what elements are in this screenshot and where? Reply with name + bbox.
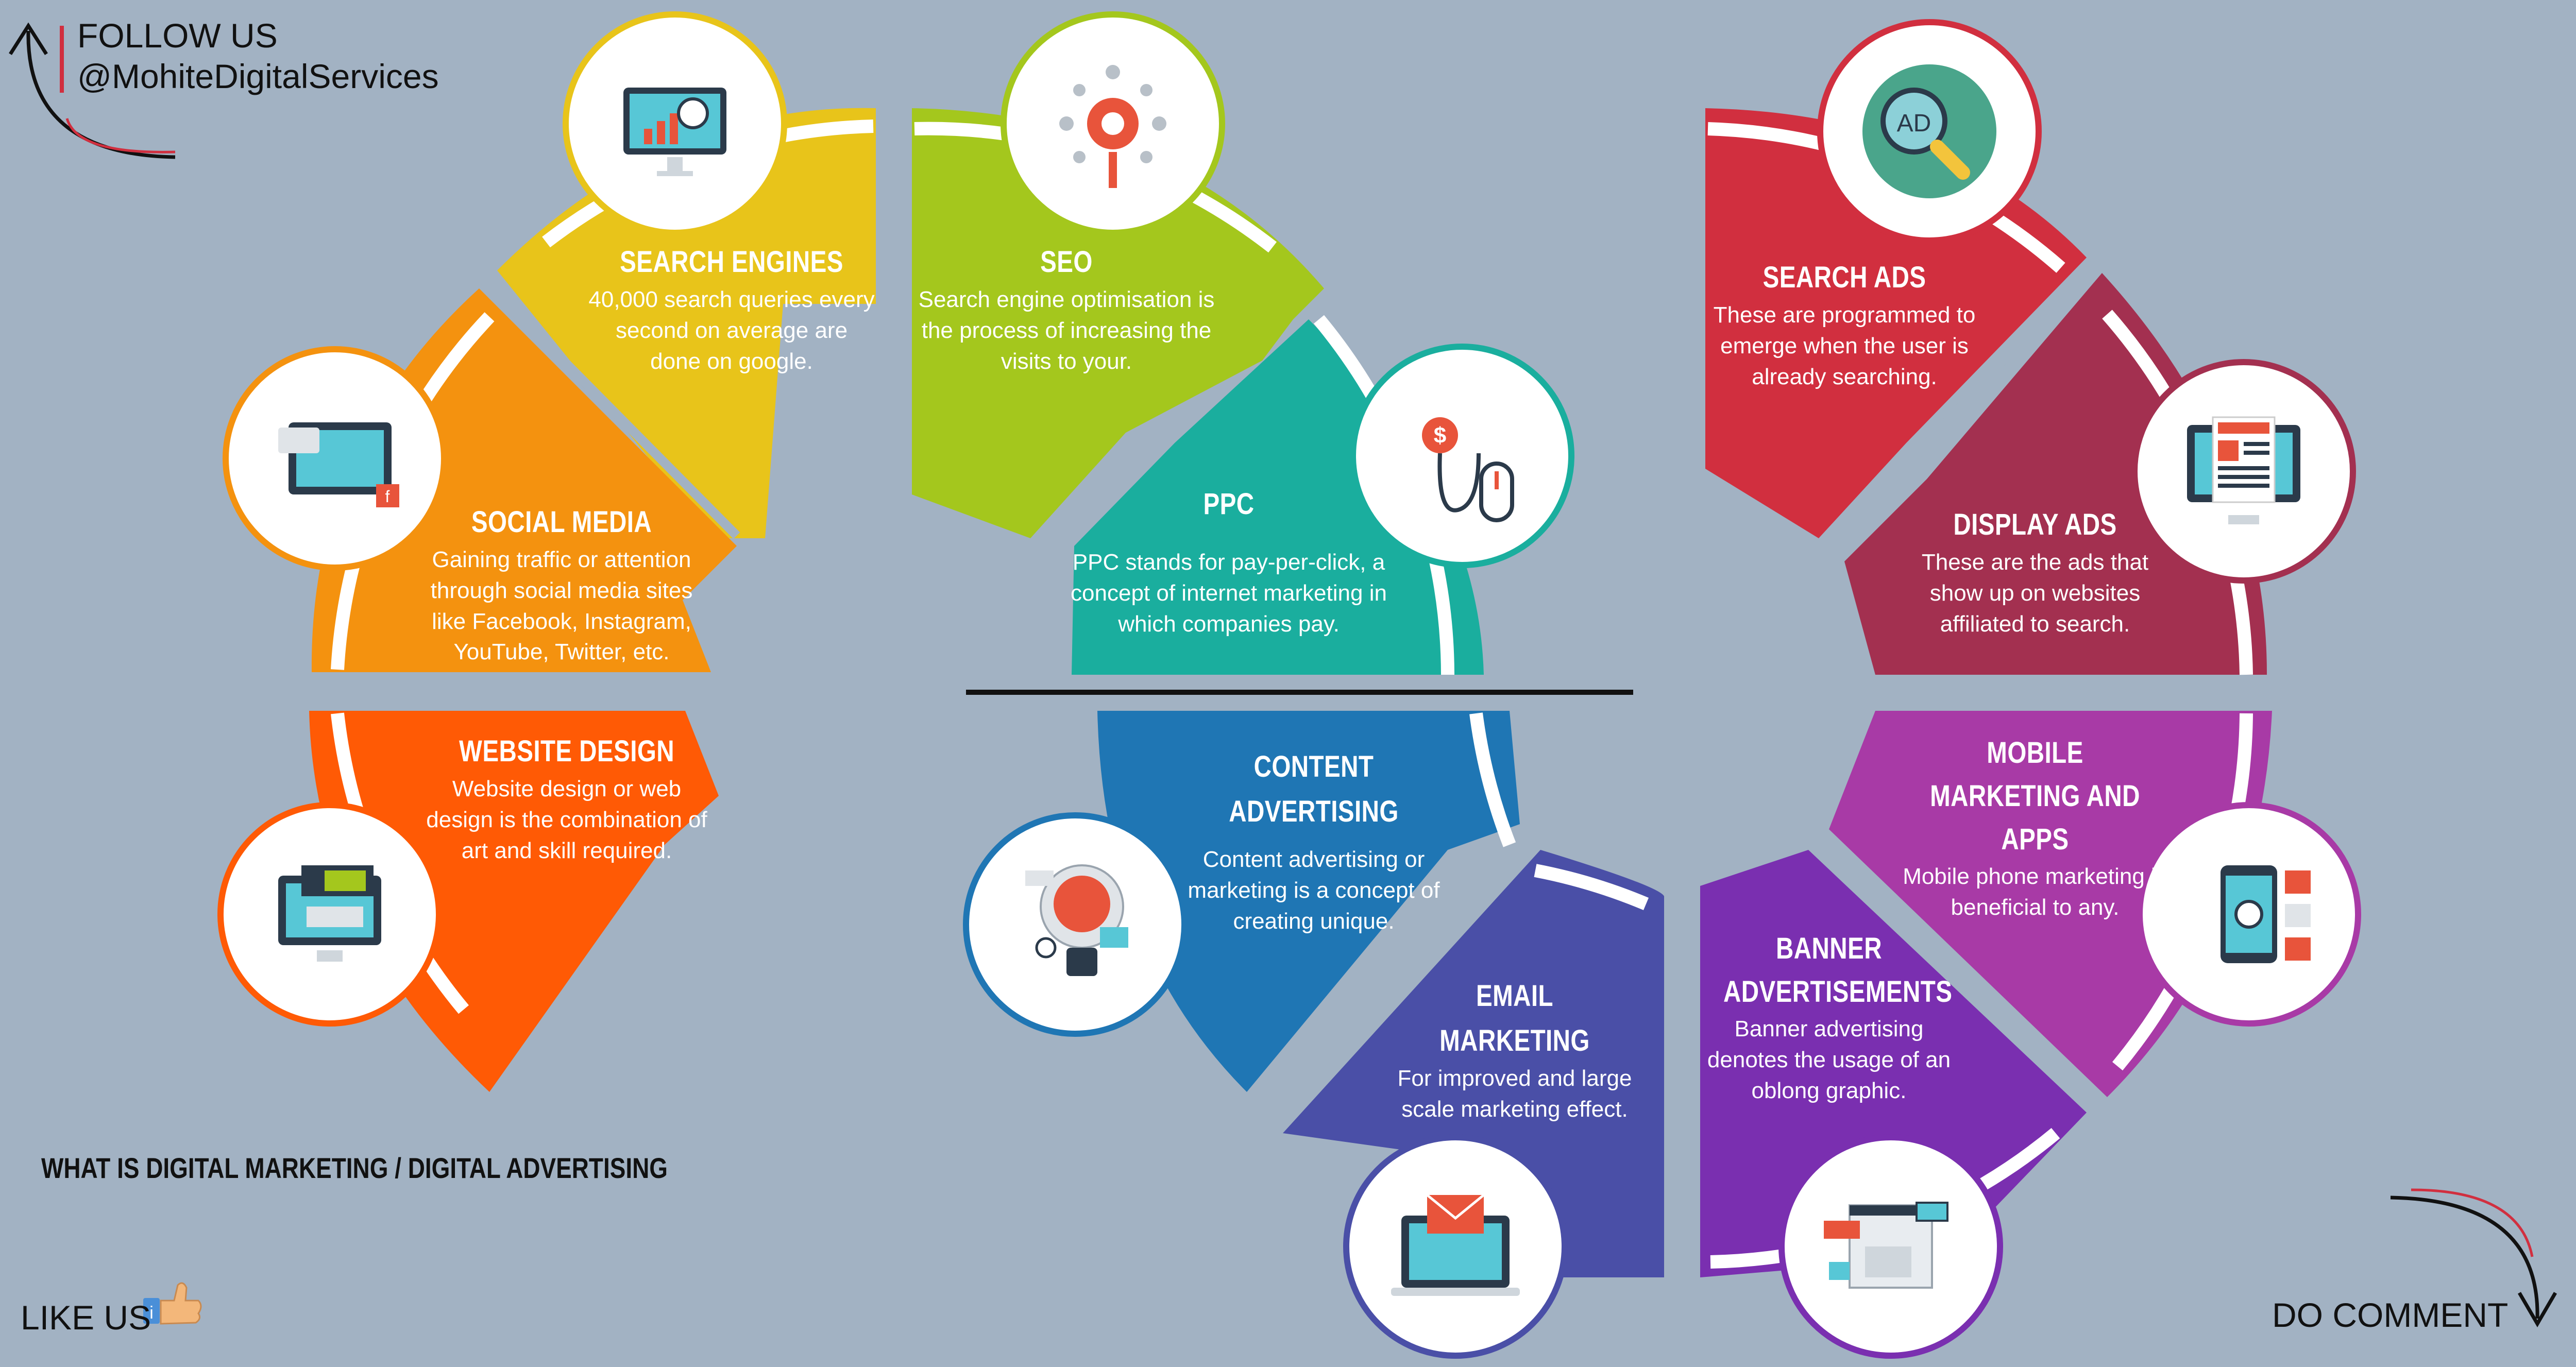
center-bottom-ring [1469,712,1649,910]
email-marketing-title: EMAIL MARKETING [1439,979,1590,1057]
social-devices-icon: f [223,346,447,571]
banner-ads-text: BANNER ADVERTISEMENTS Banner advertising… [1700,927,1958,1106]
monitor-chart-icon [563,11,787,236]
page-title: WHAT IS DIGITAL MARKETING / DIGITAL ADVE… [41,1152,668,1184]
thumbs-up-icon[interactable]: i [143,1282,202,1325]
social-media-title: SOCIAL MEDIA [471,505,652,539]
content-advertising-body: Content advertising or marketing is a co… [1188,847,1440,934]
banner-ads-segment [1700,850,2087,1277]
website-design-segment [309,711,719,1092]
svg-text:AD: AD [1897,110,1931,137]
search-engines-body: 40,000 search queries every second on av… [588,287,875,374]
laptop-envelope-icon [1343,1134,1568,1359]
display-ads-title: DISPLAY ADS [1953,508,2117,541]
website-design-body: Website design or web design is the comb… [426,776,707,863]
display-ads-body: These are the ads that show up on websit… [1921,550,2149,637]
search-engines-text: SEARCH ENGINES 40,000 search queries eve… [587,240,876,377]
ppc-text: PPC PPC stands for pay-per-click, a conc… [1066,482,1391,639]
ppc-body: PPC stands for pay-per-click, a concept … [1071,550,1387,637]
follow-us-line1: FOLLOW US [77,16,278,55]
phone-shopping-icon [2137,802,2361,1027]
follow-us-label[interactable]: FOLLOW US @MohiteDigitalServices [77,15,439,97]
content-advertising-title: CONTENT ADVERTISING [1229,750,1399,828]
email-marketing-text: EMAIL MARKETING For improved and large s… [1381,973,1649,1125]
social-media-body: Gaining traffic or attention through soc… [430,547,693,665]
dollar-mouse-icon: $ [1350,344,1574,568]
mobile-marketing-title: MOBILE MARKETING AND APPS [1930,736,2140,857]
monitor-article-icon [2131,359,2356,584]
seo-body: Search engine optimisation is the proces… [918,287,1215,374]
follow-arrow-icon [9,22,176,159]
web-layout-icon [217,802,442,1027]
banner-ads-body: Banner advertising denotes the usage of … [1707,1016,1951,1103]
search-engines-title: SEARCH ENGINES [620,245,843,279]
search-ads-text: SEARCH ADS These are programmed to emerg… [1705,255,1984,392]
banner-layout-icon [1778,1134,2003,1359]
content-advertising-segment [1097,711,1520,1092]
social-media-text: SOCIAL MEDIA Gaining traffic or attentio… [412,500,711,668]
search-ads-title: SEARCH ADS [1762,261,1926,294]
like-us-label[interactable]: LIKE US [21,1298,151,1337]
gear-magnifier-icon [1001,11,1225,236]
mobile-marketing-text: MOBILE MARKETING AND APPS Mobile phone m… [1901,731,2169,923]
svg-text:f: f [385,487,390,506]
svg-text:i: i [149,1303,154,1323]
display-ads-text: DISPLAY ADS These are the ads that show … [1901,502,2169,639]
mobile-marketing-body: Mobile phone marketing is beneficial to … [1903,864,2167,920]
follow-us-handle[interactable]: @MohiteDigitalServices [77,57,439,96]
content-advertising-text: CONTENT ADVERTISING Content advertising … [1175,744,1453,936]
do-comment-label[interactable]: DO COMMENT [2272,1296,2509,1334]
svg-text:$: $ [1434,423,1446,448]
website-design-title: WEBSITE DESIGN [459,734,674,768]
website-design-text: WEBSITE DESIGN Website design or web des… [422,729,711,866]
comment-arrow-icon [2390,1188,2557,1327]
ad-magnifier-icon: AD [1817,19,2042,244]
email-marketing-body: For improved and large scale marketing e… [1397,1066,1632,1122]
right-gaps [1831,259,2106,1111]
seo-text: SEO Search engine optimisation is the pr… [912,240,1221,377]
bulb-brain-icon [963,812,1188,1037]
ppc-title: PPC [1203,487,1255,521]
email-marketing-segment [1283,850,1664,1277]
banner-ads-title: BANNER ADVERTISEMENTS [1723,932,1953,1009]
display-ads-segment [1844,273,2267,675]
search-ads-body: These are programmed to emerge when the … [1713,302,1976,389]
seo-title: SEO [1040,245,1093,279]
left-gaps [481,277,740,539]
